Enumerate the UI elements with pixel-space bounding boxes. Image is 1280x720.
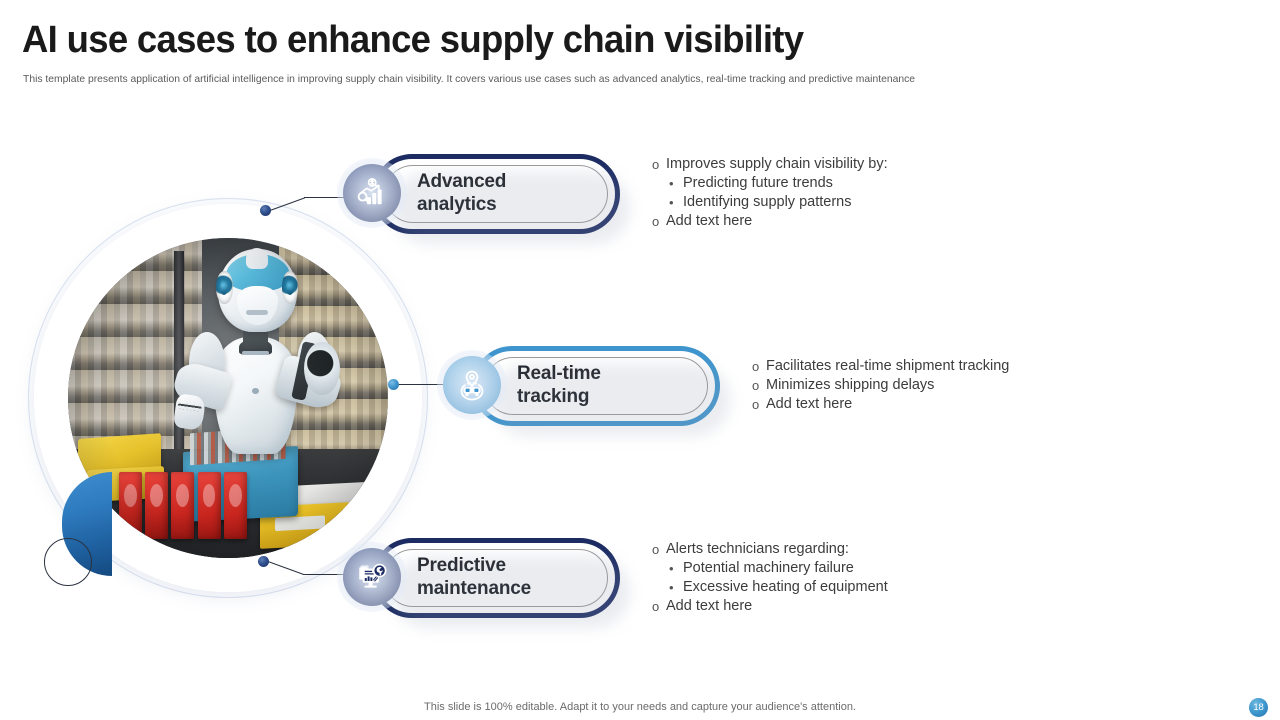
list-item: o Minimizes shipping delays bbox=[752, 376, 1009, 395]
bullet-marker-solid: • bbox=[669, 176, 674, 191]
location-pin-vehicle-tracking-icon[interactable] bbox=[437, 350, 507, 420]
bullet-text: Identifying supply patterns bbox=[683, 194, 852, 210]
bullet-text: Add text here bbox=[666, 213, 753, 229]
bullet-text: Facilitates real-time shipment tracking bbox=[766, 358, 1010, 374]
connector-dot-advanced-analytics bbox=[260, 205, 271, 216]
list-item: • Identifying supply patterns bbox=[669, 193, 888, 212]
bullet-text: Alerts technicians regarding: bbox=[666, 541, 849, 557]
connector-line-advanced-analytics-horizontal bbox=[304, 197, 360, 199]
bullet-marker-hollow: o bbox=[652, 214, 660, 229]
card-title-line2: maintenance bbox=[417, 578, 531, 599]
outline-circle-decor bbox=[44, 538, 92, 586]
list-item: o Add text here bbox=[652, 597, 888, 616]
bullet-marker-hollow: o bbox=[652, 599, 660, 614]
list-item: o Alerts technicians regarding: bbox=[652, 540, 888, 559]
bullet-marker-solid: • bbox=[669, 195, 674, 210]
list-item: • Excessive heating of equipment bbox=[669, 578, 888, 597]
monitor-report-wrench-icon[interactable] bbox=[337, 542, 407, 612]
card-title-line1: Advanced bbox=[417, 171, 507, 192]
bullet-marker-solid: • bbox=[669, 561, 674, 576]
outer-ring-edge bbox=[28, 198, 428, 598]
card-title-line2: analytics bbox=[417, 194, 497, 215]
list-item: • Potential machinery failure bbox=[669, 559, 888, 578]
connector-line-predictive-maintenance-horizontal bbox=[303, 574, 361, 576]
list-item: o Add text here bbox=[652, 212, 888, 231]
card-title-line1: Predictive bbox=[417, 555, 506, 576]
card-inner-outline-real-time-tracking bbox=[484, 357, 708, 415]
bullet-text: Improves supply chain visibility by: bbox=[666, 156, 888, 172]
connector-line-real-time-tracking bbox=[398, 384, 448, 386]
bullet-marker-hollow: o bbox=[752, 397, 760, 412]
card-title-advanced-analytics: Advanced analytics bbox=[417, 170, 597, 216]
robot-warehouse-photo bbox=[68, 238, 388, 558]
card-inner-outline-predictive-maintenance bbox=[384, 549, 608, 607]
connector-dot-real-time-tracking bbox=[388, 379, 399, 390]
bullet-text: Potential machinery failure bbox=[683, 560, 854, 576]
bullet-text: Excessive heating of equipment bbox=[683, 579, 888, 595]
card-shadow-real-time-tracking bbox=[492, 364, 730, 436]
bullets-advanced-analytics: o Improves supply chain visibility by: •… bbox=[652, 155, 888, 231]
bullets-real-time-tracking: o Facilitates real-time shipment trackin… bbox=[752, 357, 1009, 414]
card-shadow-predictive-maintenance bbox=[392, 556, 630, 628]
bullet-text: Add text here bbox=[766, 396, 853, 412]
bullet-text: Add text here bbox=[666, 598, 753, 614]
bullets-predictive-maintenance: o Alerts technicians regarding: • Potent… bbox=[652, 540, 888, 616]
bullet-marker-hollow: o bbox=[652, 157, 660, 172]
card-inner-outline-advanced-analytics bbox=[384, 165, 608, 223]
card-shadow-advanced-analytics bbox=[392, 172, 630, 244]
list-item: o Add text here bbox=[752, 395, 1009, 414]
card-title-real-time-tracking: Real-time tracking bbox=[517, 362, 697, 408]
robot-figure bbox=[164, 244, 345, 487]
page-title: AI use cases to enhance supply chain vis… bbox=[22, 19, 804, 61]
bullet-marker-hollow: o bbox=[752, 378, 760, 393]
footer-note: This slide is 100% editable. Adapt it to… bbox=[424, 701, 856, 713]
card-title-line2: tracking bbox=[517, 386, 590, 407]
list-item: • Predicting future trends bbox=[669, 174, 888, 193]
analytics-chart-magnifier-icon[interactable] bbox=[337, 158, 407, 228]
list-item: o Improves supply chain visibility by: bbox=[652, 155, 888, 174]
card-title-line1: Real-time bbox=[517, 363, 601, 384]
page-number-badge: 18 bbox=[1249, 698, 1268, 717]
page-subtitle: This template presents application of ar… bbox=[23, 73, 916, 85]
card-title-predictive-maintenance: Predictive maintenance bbox=[417, 554, 607, 600]
bullet-text: Predicting future trends bbox=[683, 175, 833, 191]
list-item: o Facilitates real-time shipment trackin… bbox=[752, 357, 1009, 376]
bullet-marker-hollow: o bbox=[752, 359, 760, 374]
bullet-text: Minimizes shipping delays bbox=[766, 377, 935, 393]
bullet-marker-hollow: o bbox=[652, 542, 660, 557]
connector-dot-predictive-maintenance bbox=[258, 556, 269, 567]
icon-halo bbox=[337, 158, 407, 228]
bullet-marker-solid: • bbox=[669, 580, 674, 595]
